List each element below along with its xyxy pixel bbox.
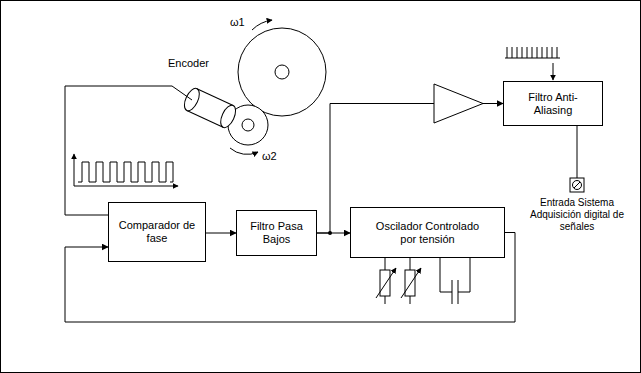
rotation-arrow: [230, 148, 258, 154]
node-text: Comparador de fase: [117, 219, 197, 245]
variable-resistor: [401, 258, 421, 304]
terminal-screw: [573, 181, 582, 190]
node-text: Filtro Anti-Aliasing: [513, 91, 593, 117]
filter-box: Filtro Pasa Bajos: [236, 210, 317, 256]
terminal-symbol: [570, 178, 584, 192]
encoder-body: [181, 86, 238, 130]
process-box: Comparador de fase: [108, 202, 206, 262]
encoder-wire: [65, 86, 192, 215]
large-gear: [238, 28, 326, 116]
capacitor-symbol: [440, 258, 470, 304]
filter-box: Filtro Anti-Aliasing: [503, 81, 603, 126]
terminal-slot: [574, 182, 580, 188]
terminal-label: Entrada Sistema Adquisición digital de s…: [525, 197, 629, 233]
variable-resistor: [376, 258, 396, 304]
signal-connector: [206, 233, 236, 234]
axis: [74, 154, 75, 186]
rotation-arrow: [252, 20, 272, 30]
junction-dot: [328, 231, 332, 235]
gear-hub: [242, 119, 254, 131]
pulse-train: [505, 47, 560, 58]
node-text: Oscilador Controlado por tensión: [368, 220, 488, 246]
oscillator-box: Oscilador Controlado por tensión: [350, 207, 505, 258]
gear-hub: [275, 65, 289, 79]
speed-label: ω2: [262, 150, 277, 162]
node-text: Filtro Pasa Bajos: [244, 220, 310, 246]
square-wave: [78, 162, 173, 182]
amplifier-output: [483, 103, 503, 104]
part-name: Encoder: [168, 57, 209, 69]
axis: [74, 186, 178, 187]
sampling-arrow: [553, 63, 554, 80]
output-wire: [577, 126, 578, 178]
amplifier-triangle: [434, 84, 483, 123]
speed-label: ω1: [230, 16, 245, 28]
